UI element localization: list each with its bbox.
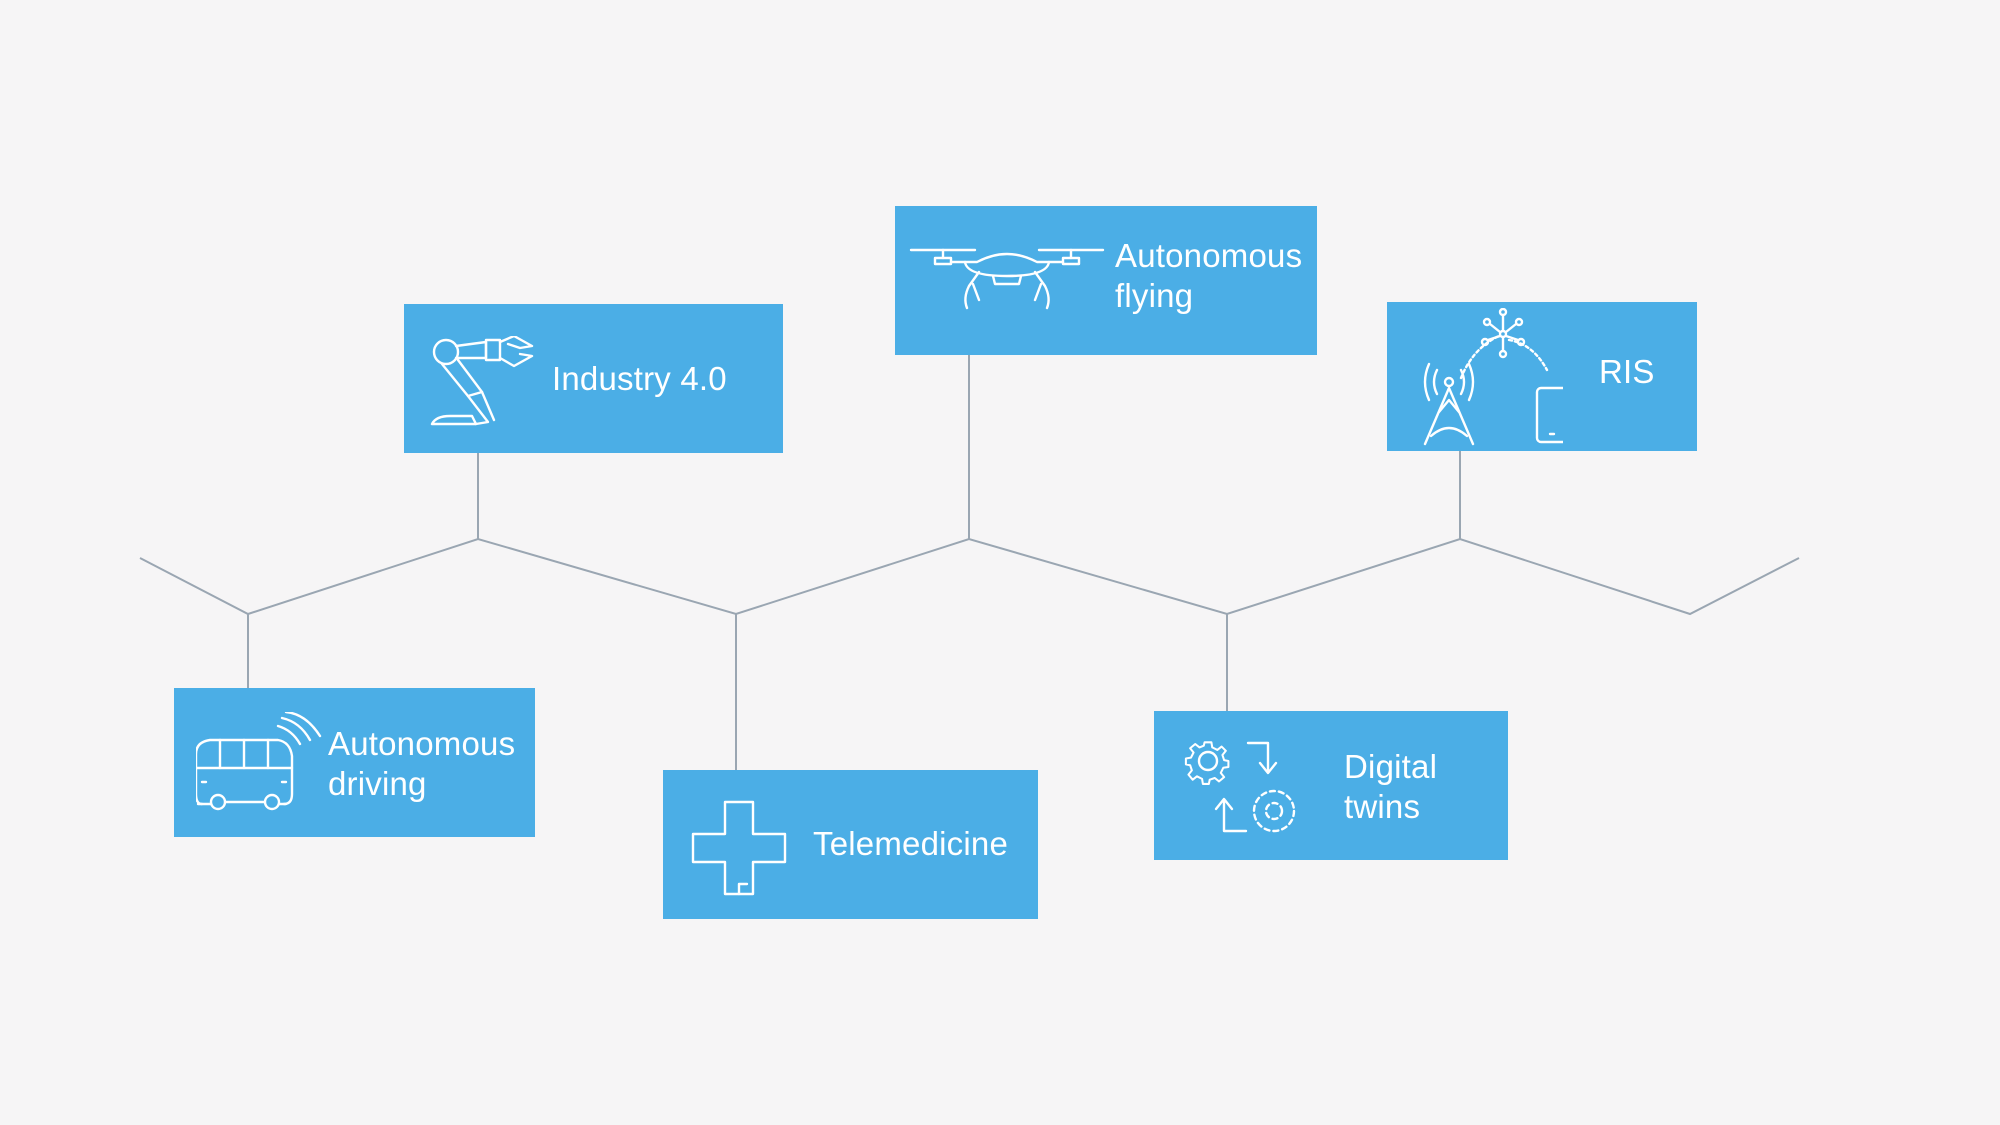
ris-antenna-icon [1403,307,1569,453]
gears-cycle-icon [1184,737,1300,842]
card-ris: RIS [1387,302,1697,451]
bus-icon [194,710,322,817]
card-digital-twins-label-line2: twins [1344,788,1421,825]
drone-icon [909,244,1105,315]
card-autonomous-driving-label-line1: Autonomous [328,725,516,762]
card-autonomous-flying-label-line1: Autonomous [1115,237,1303,274]
card-ris-label: RIS [1599,353,1655,390]
card-telemedicine: Telemedicine [663,770,1038,919]
card-industry-4-0: Industry 4.0 [404,304,783,453]
card-telemedicine-label: Telemedicine [813,825,1009,862]
medical-cross-icon [691,800,787,901]
card-autonomous-driving: Autonomous driving [174,688,535,837]
card-autonomous-flying: Autonomous flying [895,206,1317,355]
zigzag-connector-line [139,537,1800,616]
card-autonomous-flying-label-line2: flying [1115,277,1194,314]
card-industry-4-0-label: Industry 4.0 [552,360,727,397]
card-autonomous-driving-label-line2: driving [328,765,427,802]
card-digital-twins-label-line1: Digital [1344,748,1438,785]
robot-arm-icon [428,334,538,431]
card-digital-twins: Digital twins [1154,711,1508,860]
